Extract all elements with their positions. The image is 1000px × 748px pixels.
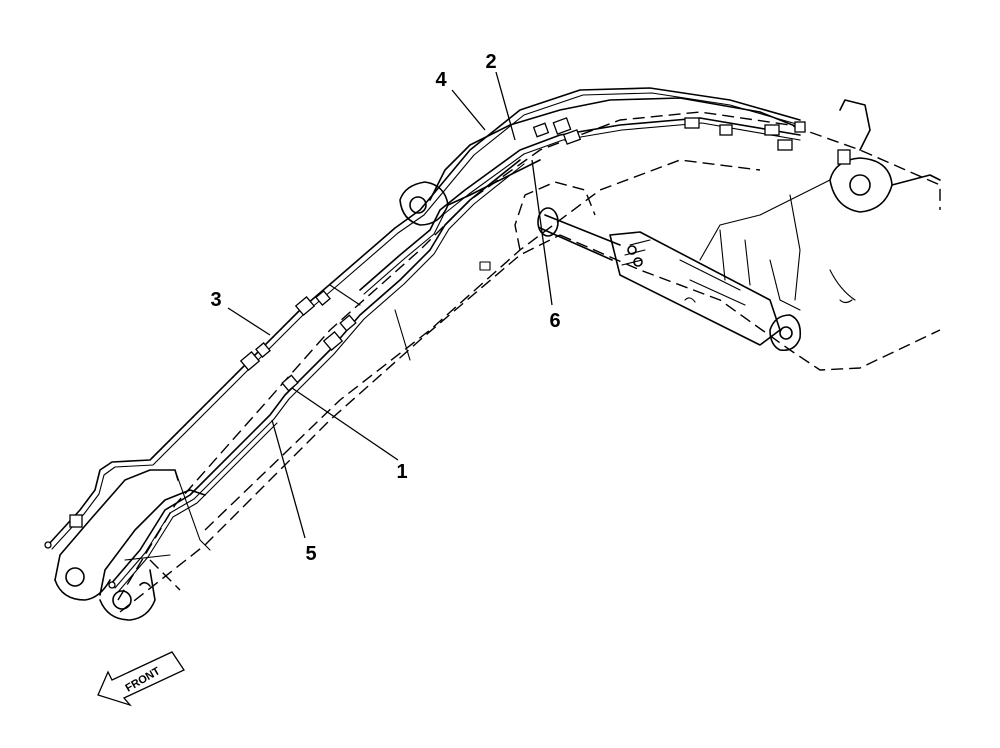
leader-1 xyxy=(291,387,399,461)
leader-4 xyxy=(451,89,486,131)
callout-2: 2 xyxy=(485,51,496,73)
callout-4: 4 xyxy=(435,69,447,91)
callouts: 1 2 3 4 5 6 xyxy=(210,51,560,565)
leader-2 xyxy=(495,71,516,141)
callout-6: 6 xyxy=(549,310,560,332)
front-arrow-icon: FRONT xyxy=(97,651,185,707)
leader-lines xyxy=(227,71,553,539)
pipe-lines xyxy=(47,87,806,593)
leader-6 xyxy=(531,159,553,306)
callout-1: 1 xyxy=(396,461,407,483)
callout-3: 3 xyxy=(210,289,221,311)
boom-structure xyxy=(54,99,941,621)
leader-3 xyxy=(227,307,271,336)
callout-5: 5 xyxy=(305,543,316,565)
leader-5 xyxy=(271,419,306,539)
pipe-clamps xyxy=(44,117,851,589)
